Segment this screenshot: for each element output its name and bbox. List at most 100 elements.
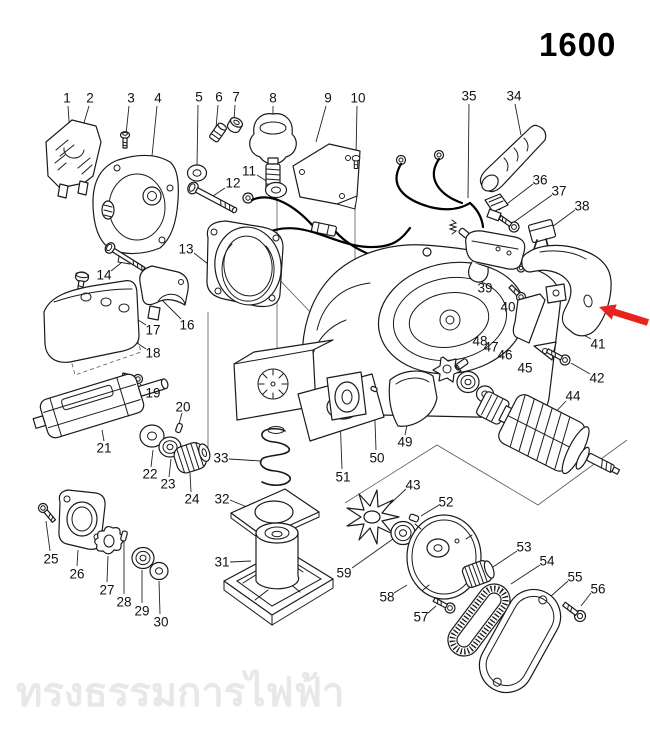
- part-illustration-47: [454, 358, 469, 371]
- part-number-27: 27: [99, 583, 114, 598]
- part-illustration-7: [226, 117, 244, 134]
- part-illustration-32: [230, 488, 320, 543]
- part-illustration-42: [545, 348, 571, 366]
- leader-line-53: [489, 550, 518, 570]
- part-number-13: 13: [178, 242, 193, 257]
- part-number-24: 24: [184, 492, 200, 507]
- leader-line-14: [110, 262, 122, 272]
- leader-line-55: [549, 580, 569, 598]
- part-illustration-16: [139, 265, 189, 321]
- part-number-3: 3: [127, 91, 135, 106]
- part-illustration-30: [149, 561, 169, 581]
- part-number-7: 7: [232, 90, 240, 105]
- part-illustration-20: [175, 422, 183, 434]
- part-number-40: 40: [500, 300, 515, 315]
- part-illustration-2: [45, 119, 102, 199]
- part-number-18: 18: [145, 346, 160, 361]
- part-number-21: 21: [96, 441, 111, 456]
- leader-line-10: [355, 105, 358, 157]
- part-number-14: 14: [96, 268, 112, 283]
- part-illustration-28: [120, 530, 128, 542]
- part-number-12: 12: [225, 176, 240, 191]
- leader-line-13: [193, 252, 209, 265]
- leader-line-58: [393, 584, 408, 594]
- part-illustration-33: [259, 426, 292, 486]
- part-number-45: 45: [517, 361, 532, 376]
- part-illustration-6: [209, 122, 227, 143]
- part-number-41: 41: [590, 337, 605, 352]
- part-number-46: 46: [497, 348, 512, 363]
- leader-line-54: [510, 564, 541, 585]
- part-illustration-53: [461, 560, 495, 588]
- part-number-33: 33: [213, 451, 228, 466]
- part-illustration-59: [390, 520, 416, 546]
- part-number-49: 49: [397, 435, 412, 450]
- part-illustration-46: [456, 370, 480, 394]
- part-illustration-31: [223, 522, 334, 626]
- part-number-37: 37: [551, 184, 566, 199]
- leader-line-34: [514, 103, 522, 136]
- part-illustration-12: [187, 181, 238, 214]
- part-number-47: 47: [483, 340, 498, 355]
- part-number-50: 50: [369, 451, 384, 466]
- part-illustration-22: [139, 424, 165, 448]
- part-number-32: 32: [214, 492, 229, 507]
- part-illustration-52: [408, 513, 420, 523]
- leader-line-6: [215, 104, 219, 129]
- leader-line-30: [158, 580, 161, 615]
- part-number-10: 10: [350, 91, 365, 106]
- part-number-31: 31: [214, 555, 229, 570]
- part-number-55: 55: [567, 570, 582, 585]
- leader-line-20: [178, 412, 183, 425]
- part-illustration-41: [512, 244, 612, 344]
- leader-line-23: [168, 458, 172, 478]
- leader-line-12: [212, 187, 226, 197]
- leader-line-37: [513, 194, 553, 223]
- leader-line-56: [580, 592, 592, 607]
- part-number-2: 2: [86, 91, 94, 106]
- part-number-1: 1: [63, 91, 71, 106]
- part-number-53: 53: [516, 540, 531, 555]
- part-number-42: 42: [589, 371, 604, 386]
- leader-line-3: [125, 105, 130, 135]
- part-illustration-26: [58, 489, 106, 550]
- red-arrow-annotation: [599, 304, 650, 326]
- part-illustration-25: [37, 502, 57, 523]
- part-number-26: 26: [69, 567, 84, 582]
- model-number-title: 1600: [539, 26, 617, 63]
- leader-line-16: [161, 299, 182, 320]
- part-illustration-9: [292, 143, 361, 210]
- part-illustration-51: [326, 371, 367, 421]
- part-number-36: 36: [532, 173, 547, 188]
- leader-line-4: [151, 105, 158, 157]
- part-illustration-36: [484, 193, 509, 222]
- part-illustration-43: [346, 489, 400, 545]
- part-illustration-5: [186, 164, 208, 182]
- part-illustration-37: [498, 215, 520, 233]
- part-number-56: 56: [590, 582, 605, 597]
- part-number-4: 4: [154, 91, 162, 106]
- part-illustration-4: [92, 154, 179, 265]
- part-number-34: 34: [506, 89, 522, 104]
- part-number-11: 11: [242, 164, 256, 179]
- leader-line-42: [570, 362, 591, 375]
- part-illustration-18: [43, 280, 140, 363]
- part-number-16: 16: [179, 318, 194, 333]
- part-number-35: 35: [461, 89, 476, 104]
- part-number-5: 5: [195, 90, 203, 105]
- leader-line-35: [467, 103, 470, 199]
- leader-line-5: [196, 104, 199, 167]
- leader-line-22: [150, 449, 154, 468]
- part-number-58: 58: [379, 590, 394, 605]
- part-number-6: 6: [215, 90, 223, 105]
- part-number-52: 52: [438, 495, 453, 510]
- leader-line-31: [229, 560, 252, 563]
- leader-line-52: [420, 504, 440, 517]
- leader-line-32: [229, 499, 248, 508]
- part-number-20: 20: [175, 400, 190, 415]
- leader-line-26: [76, 549, 79, 567]
- part-illustration-11: [264, 181, 288, 199]
